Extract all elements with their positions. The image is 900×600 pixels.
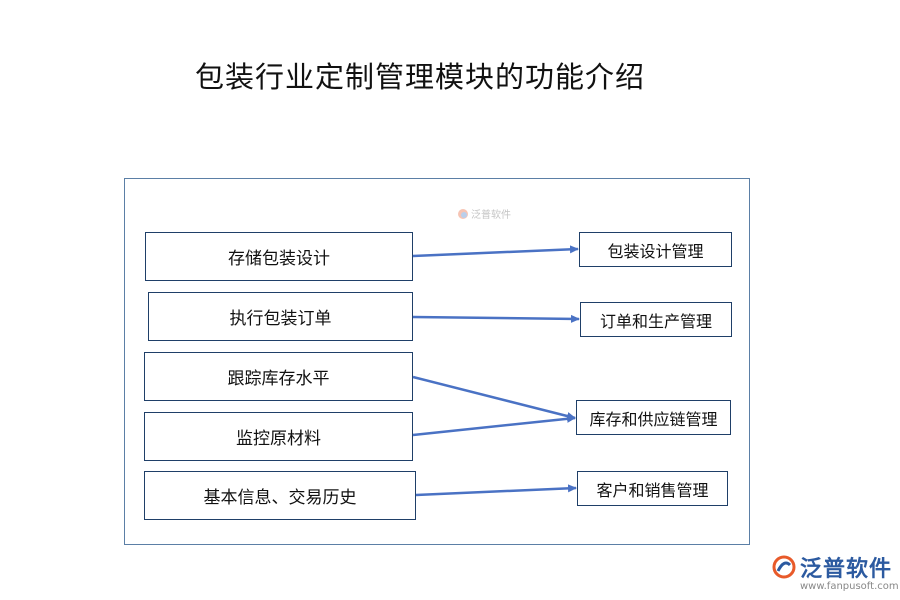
watermark-text: 泛普软件 [471,210,511,221]
left-box-label: 执行包装订单 [229,309,332,329]
left-box-label: 跟踪库存水平 [227,369,330,389]
watermark-logo-icon [458,208,468,219]
right-box-label: 库存和供应链管理 [589,409,718,429]
right-box-inventory-supply-chain: 库存和供应链管理 [576,400,731,435]
arrow-inventory [412,375,576,420]
page-title: 包装行业定制管理模块的功能介绍 [195,60,646,94]
left-box-storage-design: 存储包装设计 [145,232,413,281]
watermark: 泛普软件 [458,206,511,221]
right-box-label: 订单和生产管理 [599,311,712,331]
brand-mark-icon [772,555,796,579]
right-box-order-production: 订单和生产管理 [580,302,732,337]
left-box-label: 监控原材料 [236,429,321,449]
brand-logo: 泛普软件 www.fanpusoft.com [768,551,899,597]
left-box-label: 存储包装设计 [228,249,330,269]
brand-url: www.fanpusoft.com [800,581,899,592]
left-box-label: 基本信息、交易历史 [203,488,357,508]
arrow-materials [412,414,576,437]
right-box-label: 包装设计管理 [607,241,704,261]
arrow-design [412,245,579,258]
right-box-label: 客户和销售管理 [596,480,709,500]
right-box-design-management: 包装设计管理 [579,232,732,267]
right-box-customer-sales: 客户和销售管理 [577,471,728,506]
left-box-monitor-materials: 监控原材料 [144,412,413,461]
arrow-orders [412,314,580,323]
left-box-basic-info: 基本信息、交易历史 [144,471,416,520]
arrow-customer [415,484,577,497]
left-box-track-inventory: 跟踪库存水平 [144,352,413,401]
brand-name: 泛普软件 [800,557,893,582]
left-box-execute-orders: 执行包装订单 [148,292,413,341]
